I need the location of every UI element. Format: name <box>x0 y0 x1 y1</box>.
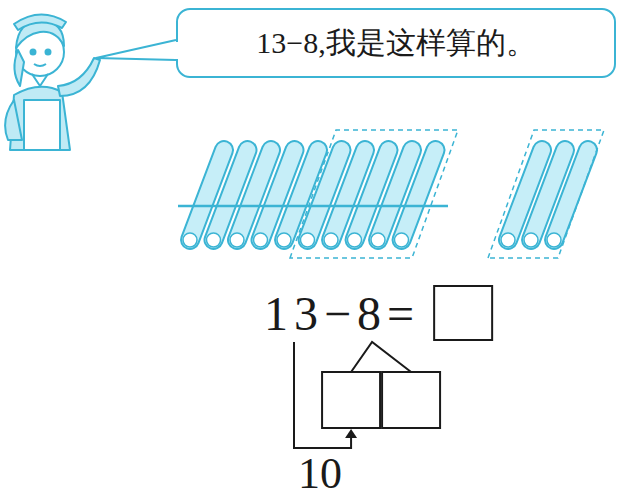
dashed-group <box>290 130 458 258</box>
split-lines <box>351 342 411 372</box>
speech-text: 13−8,我是这样算的。 <box>256 23 535 64</box>
girl-figure <box>5 14 100 150</box>
split-box <box>382 372 440 428</box>
number-label: 10 <box>298 452 342 496</box>
counting-sticks <box>178 150 588 247</box>
speech-bubble: 13−8,我是这样算的。 <box>176 8 616 78</box>
bracket-line <box>294 342 351 448</box>
equation: 13−8= <box>264 290 420 338</box>
answer-box <box>434 286 492 340</box>
arrow-head <box>345 429 357 438</box>
split-box <box>322 372 380 428</box>
dashed-group <box>488 130 604 258</box>
